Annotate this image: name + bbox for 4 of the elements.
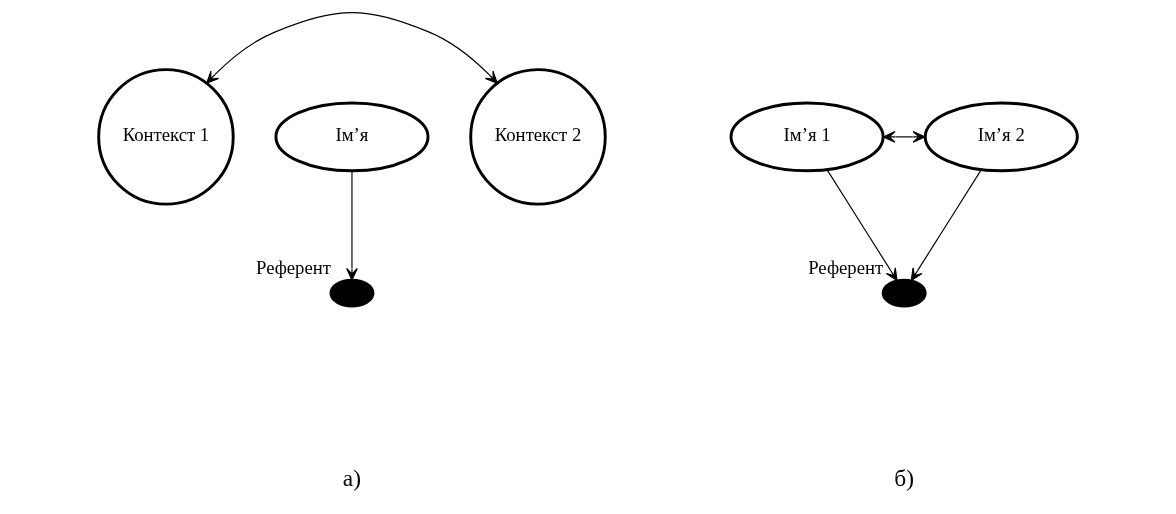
node-label: Референт — [808, 257, 884, 279]
label: б) — [894, 465, 915, 492]
node-label: Референт — [256, 257, 331, 279]
label: а) — [342, 465, 362, 492]
